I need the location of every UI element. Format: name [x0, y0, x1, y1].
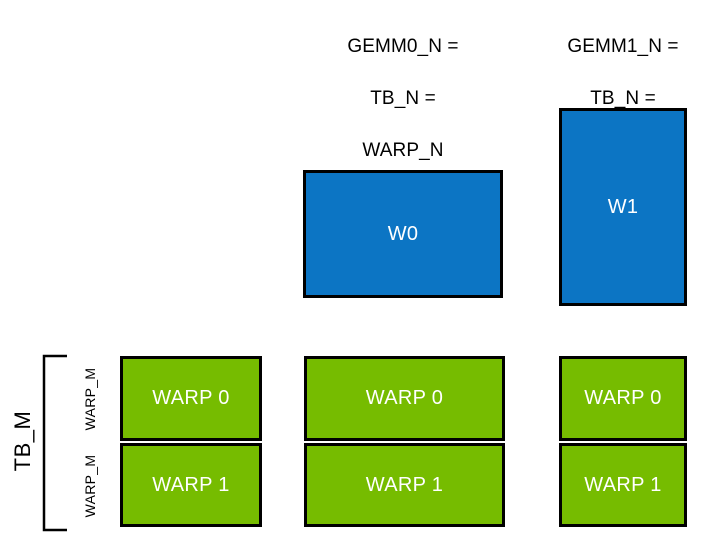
green-box-col0-warp1-label: WARP 1 — [152, 473, 230, 496]
blue-box-w1: W1 — [559, 108, 687, 306]
green-box-col2-warp0: WARP 0 — [559, 356, 687, 441]
green-box-col1-warp0: WARP 0 — [304, 356, 505, 441]
blue-box-w0: W0 — [303, 170, 503, 298]
green-box-col1-warp1-label: WARP 1 — [365, 473, 444, 496]
blue-box-w1-label: W1 — [607, 195, 639, 218]
blue-box-w0-label: W0 — [387, 222, 419, 245]
axis-label-tb-m: TB_M — [10, 410, 35, 472]
column-header-gemm0-line2: TB_N = — [370, 88, 436, 109]
green-box-col2-warp1: WARP 1 — [559, 443, 687, 527]
axis-label-warp-m-bottom: WARP_M — [82, 454, 98, 518]
column-header-gemm0-line3: WARP_N — [362, 140, 444, 161]
column-header-gemm0-line1: GEMM0_N = — [347, 36, 459, 57]
green-box-col2-warp0-label: WARP 0 — [584, 387, 662, 409]
column-header-gemm1-line2: TB_N = — [590, 88, 656, 109]
green-box-col2-warp1-label: WARP 1 — [584, 473, 662, 496]
green-box-col0-warp1: WARP 1 — [120, 443, 262, 527]
tb-m-bracket — [42, 354, 67, 532]
green-box-col1-warp0-label: WARP 0 — [365, 387, 444, 409]
green-box-col1-warp1: WARP 1 — [304, 443, 505, 527]
axis-label-warp-m-top: WARP_M — [82, 367, 98, 431]
column-header-gemm0: GEMM0_N = TB_N = WARP_N — [303, 8, 503, 190]
green-box-col0-warp0-label: WARP 0 — [152, 387, 230, 409]
green-box-col0-warp0: WARP 0 — [120, 356, 262, 441]
column-header-gemm1-line1: GEMM1_N = — [567, 36, 679, 57]
